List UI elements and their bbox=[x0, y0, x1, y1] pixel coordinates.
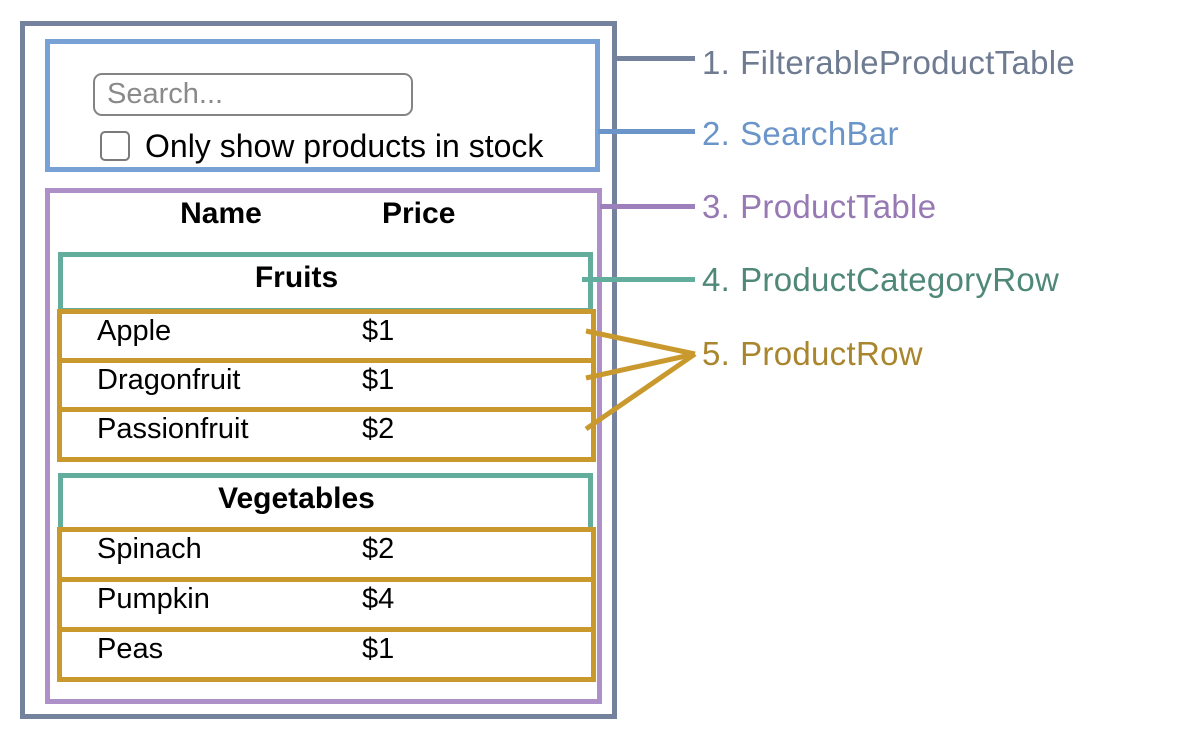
annotation-product-table: 3.ProductTable bbox=[702, 189, 936, 225]
column-header-name: Name bbox=[180, 197, 262, 230]
product-price: $2 bbox=[362, 533, 395, 565]
product-row-pumpkin: Pumpkin $4 bbox=[57, 577, 596, 632]
annotation-label: FilterableProductTable bbox=[740, 44, 1076, 81]
product-name: Peas bbox=[97, 633, 164, 665]
annotation-label: SearchBar bbox=[740, 115, 899, 152]
product-row-spinach: Spinach $2 bbox=[57, 527, 596, 582]
category-label: Vegetables bbox=[218, 482, 375, 515]
annotation-number: 2. bbox=[702, 115, 731, 152]
annotation-number: 3. bbox=[702, 188, 731, 225]
product-name: Dragonfruit bbox=[97, 364, 241, 396]
product-name: Apple bbox=[97, 315, 172, 347]
connector-line-search-bar bbox=[598, 129, 695, 134]
connector-line-product-category-row bbox=[582, 277, 695, 282]
connector-line-filterable-product-table bbox=[617, 56, 695, 61]
annotation-product-category-row: 4.ProductCategoryRow bbox=[702, 262, 1059, 298]
product-name-out-of-stock: Passionfruit bbox=[97, 413, 249, 445]
in-stock-checkbox-label: Only show products in stock bbox=[145, 128, 544, 164]
search-bar-box: Only show products in stock bbox=[45, 39, 600, 172]
product-price: $4 bbox=[362, 583, 395, 615]
product-table-box: Name Price Fruits Apple $1 Dragonfruit $… bbox=[45, 188, 602, 704]
annotation-number: 4. bbox=[702, 261, 731, 298]
connector-lines-product-row bbox=[584, 328, 697, 432]
product-price: $1 bbox=[362, 315, 395, 347]
product-price: $2 bbox=[362, 413, 395, 445]
column-header-price: Price bbox=[382, 197, 456, 230]
product-row-dragonfruit: Dragonfruit $1 bbox=[57, 358, 596, 413]
annotation-product-row: 5.ProductRow bbox=[702, 336, 923, 372]
annotation-search-bar: 2.SearchBar bbox=[702, 116, 899, 152]
annotation-label: ProductTable bbox=[740, 188, 937, 225]
product-row-peas: Peas $1 bbox=[57, 627, 596, 682]
annotation-number: 5. bbox=[702, 335, 731, 372]
category-row-vegetables: Vegetables bbox=[58, 473, 593, 534]
annotation-label: ProductRow bbox=[740, 335, 923, 372]
annotation-filterable-product-table: 1.FilterableProductTable bbox=[702, 45, 1075, 81]
category-row-fruits: Fruits bbox=[58, 252, 593, 313]
search-input[interactable] bbox=[93, 73, 413, 116]
product-row-apple: Apple $1 bbox=[57, 309, 596, 364]
annotation-number: 1. bbox=[702, 44, 731, 81]
category-label: Fruits bbox=[254, 261, 339, 294]
product-row-passionfruit: Passionfruit $2 bbox=[57, 407, 596, 462]
product-name: Spinach bbox=[97, 533, 202, 565]
connector-line-product-table bbox=[600, 204, 695, 209]
annotation-label: ProductCategoryRow bbox=[740, 261, 1060, 298]
filterable-product-table-box: Only show products in stock Name Price F… bbox=[20, 21, 617, 719]
product-name-out-of-stock: Pumpkin bbox=[97, 583, 210, 615]
product-price: $1 bbox=[362, 364, 395, 396]
in-stock-checkbox[interactable] bbox=[100, 131, 130, 161]
product-price: $1 bbox=[362, 633, 395, 665]
